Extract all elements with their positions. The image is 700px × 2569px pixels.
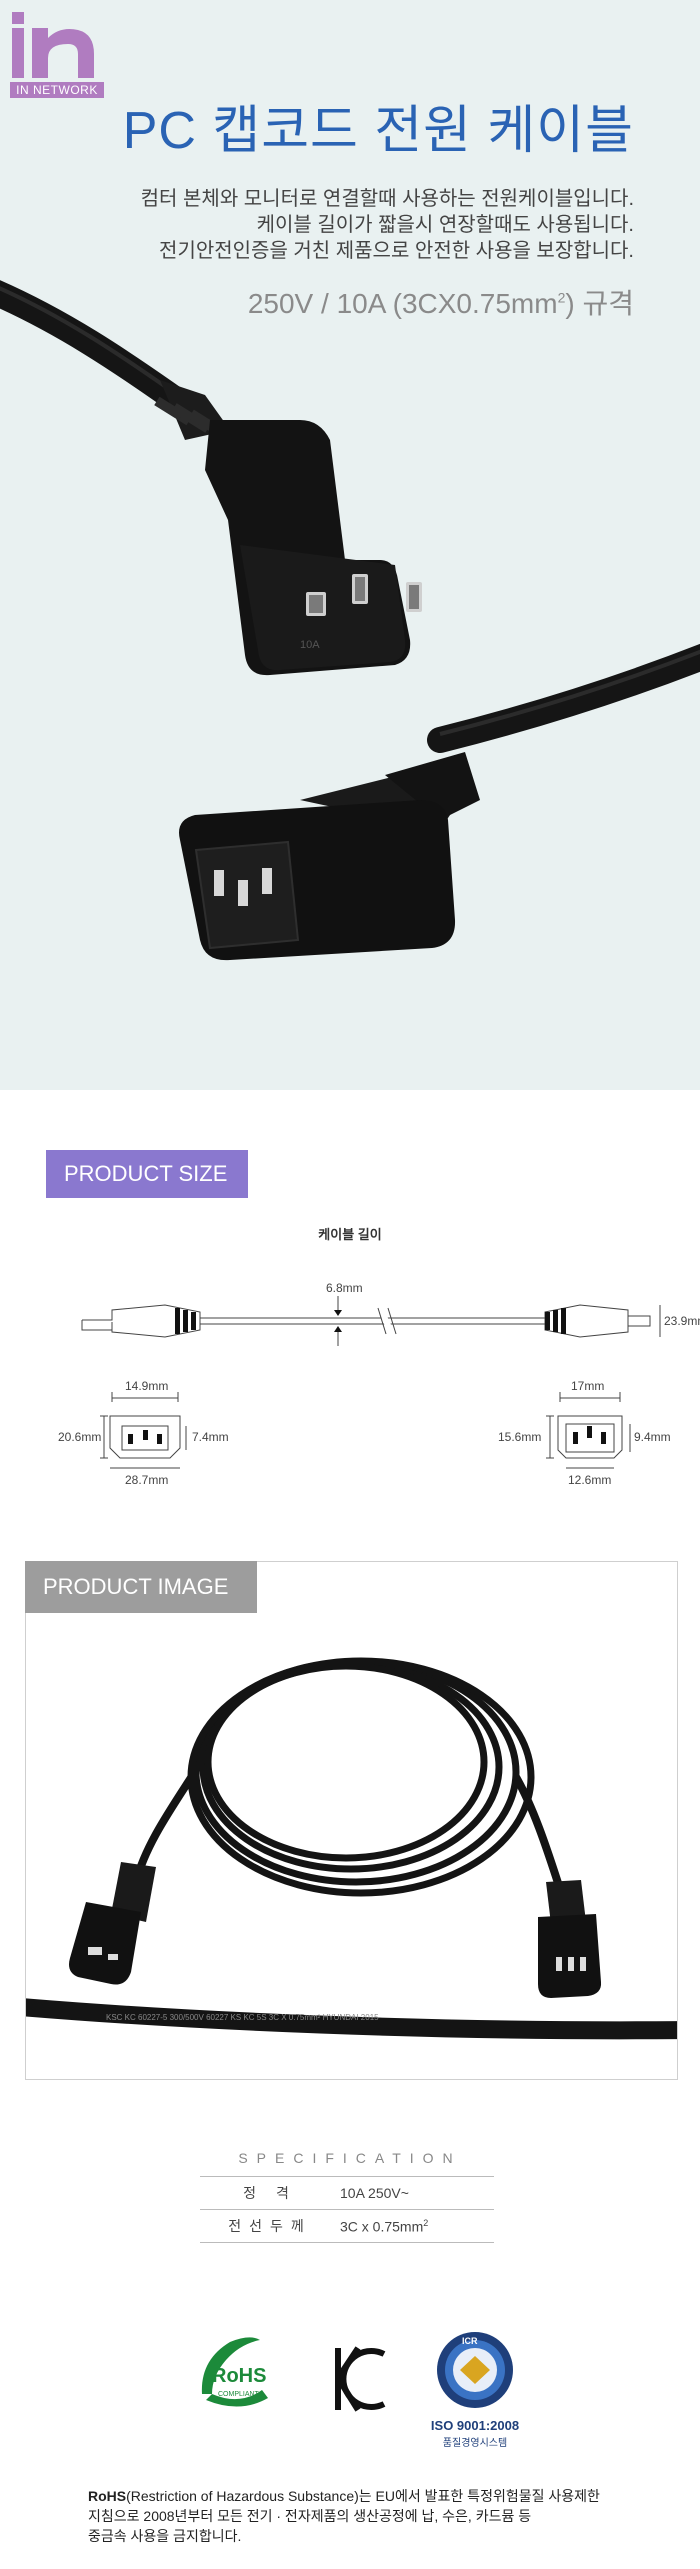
dim-right-side: 15.6mm [498, 1430, 541, 1444]
hero-spec-line: 250V / 10A (3CX0.75mm2) 규격 [248, 282, 634, 322]
logo-text: IN NETWORK [10, 82, 104, 98]
icr-logo: ICR [437, 2332, 513, 2408]
dim-plug-height: 23.9mm [664, 1314, 700, 1328]
in-network-logo: IN NETWORK [8, 8, 106, 98]
connector-male-body [179, 752, 480, 961]
spec-key: 전선두께 [200, 2209, 340, 2243]
plug-rating-label: 10A [300, 639, 320, 651]
spec-value: 3C x 0.75mm2 [340, 2209, 494, 2243]
hero-cable-illustration: 10A [0, 280, 700, 961]
specification-header: SPECIFICATION [238, 2150, 462, 2166]
rohs-note-line: RoHS(Restriction of Hazardous Substance)… [88, 2486, 648, 2506]
female-connector-photo [69, 1862, 156, 1985]
rohs-note-line: 지침으로 2008년부터 모든 전기 · 전자제품의 생산공정에 납, 수은, … [88, 2508, 532, 2524]
product-size-tag: PRODUCT SIZE [46, 1150, 248, 1198]
rohs-note-line: 중금속 사용을 금지합니다. [88, 2528, 242, 2544]
rohs-sub-text: COMPLIANT [218, 2391, 260, 2398]
dim-right-bottom: 12.6mm [568, 1473, 611, 1487]
spec-value-text: 3C x 0.75mm [340, 2218, 424, 2235]
description-line: 전기안전인증을 거친 제품으로 안전한 사용을 보장합니다. [159, 240, 634, 262]
spec-sup: 2 [557, 289, 566, 306]
iso-label: ISO 9001:2008 [430, 2418, 520, 2433]
logo-mark-icon [12, 12, 94, 78]
kc-logo: KC [335, 2346, 386, 2412]
hero-description: 컴터 본체와 모니터로 연결할때 사용하는 전원케이블입니다. 케이블 길이가 … [141, 186, 634, 264]
specification-table: 정 격 10A 250V~ 전선두께 3C x 0.75mm2 [200, 2176, 494, 2243]
icr-text: ICR [462, 2336, 478, 2346]
iso-sub-label: 품질경영시스템 [442, 2438, 508, 2449]
spec-key: 정 격 [200, 2176, 340, 2210]
rohs-note: RoHS(Restriction of Hazardous Substance)… [88, 2486, 648, 2546]
cable-length-label: 케이블 길이 [318, 1227, 382, 1242]
rohs-note-bold: RoHS [88, 2488, 127, 2504]
cable-print-text: KSC KC 60227-5 300/500V 60227 KS KC 5S 3… [106, 2013, 379, 2022]
description-line: 컴터 본체와 모니터로 연결할때 사용하는 전원케이블입니다. [140, 188, 634, 210]
product-image-tag: PRODUCT IMAGE [25, 1561, 257, 1613]
rohs-note-rest: (Restriction of Hazardous Substance)는 EU… [126, 2488, 600, 2504]
rohs-text: RoHS [212, 2365, 266, 2387]
hero-section: 10A IN NETWORK PC 캡코드 전원 케이블 컴터 본체와 모니터로… [0, 0, 700, 1090]
dim-cable-diameter: 6.8mm [326, 1281, 363, 1295]
table-row: 전선두께 3C x 0.75mm2 [200, 2209, 494, 2243]
dimension-diagram: 6.8mm 23.9mm 14.9mm 20.6mm 7.4mm 28.7mm [58, 1281, 700, 1487]
page-title: PC 캡코드 전원 케이블 [122, 102, 634, 160]
spec-value-sup: 2 [423, 2217, 429, 2228]
spec-tail: ) 규격 [565, 288, 634, 319]
table-row: 정 격 10A 250V~ [200, 2176, 494, 2210]
dim-right-inner: 9.4mm [634, 1430, 671, 1444]
spec-value-text: 10A 250V~ [340, 2185, 409, 2201]
coiled-cable-photo: KSC KC 60227-5 300/500V 60227 KS KC 5S 3… [26, 1657, 677, 2040]
description-line: 케이블 길이가 짧을시 연장할때도 사용됩니다. [256, 214, 634, 236]
male-connector-photo [538, 1880, 602, 1998]
certification-logos: RoHS COMPLIANT KC ICR [201, 2332, 513, 2412]
spec-main: 250V / 10A (3CX0.75mm [247, 288, 558, 319]
dim-left-bottom: 28.7mm [125, 1473, 168, 1487]
spec-value: 10A 250V~ [340, 2176, 494, 2210]
dim-right-top: 17mm [571, 1379, 604, 1393]
product-image-frame: KSC KC 60227-5 300/500V 60227 KS KC 5S 3… [25, 1561, 678, 2080]
dim-left-inner: 7.4mm [192, 1430, 229, 1444]
dim-left-side: 20.6mm [58, 1430, 101, 1444]
connector-female-body: 10A [154, 380, 422, 676]
rohs-logo: RoHS COMPLIANT [201, 2337, 268, 2407]
dim-left-top: 14.9mm [125, 1379, 168, 1393]
